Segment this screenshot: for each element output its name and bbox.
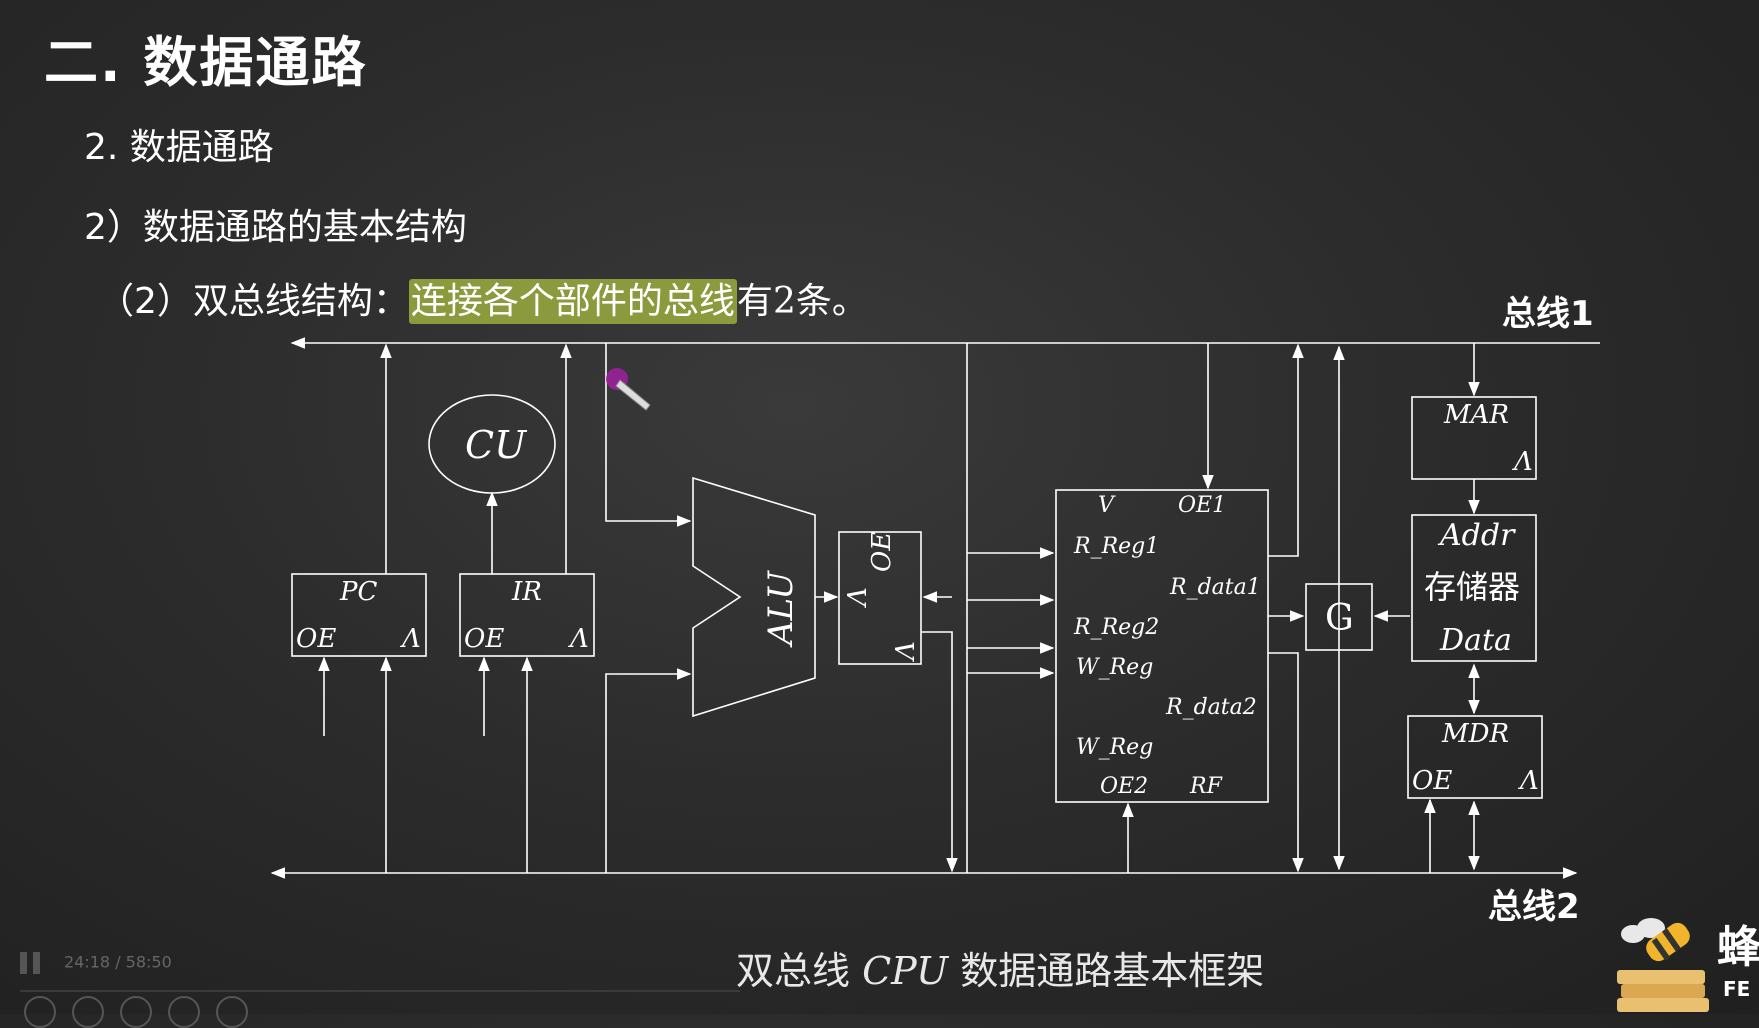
mar-label: MAR <box>1443 400 1509 430</box>
bee-logo-icon: 蜂 FE <box>1617 918 1759 1012</box>
player-controls: 24:18 / 58:50 <box>20 952 172 974</box>
line-prefix: （2）双总线结构： <box>98 281 409 322</box>
mdr-box <box>1407 715 1543 799</box>
logo-text: 蜂 <box>1717 922 1759 973</box>
pen-cursor-icon <box>606 368 651 411</box>
ir-box <box>459 573 595 657</box>
section-heading: 2. 数据通路 <box>84 127 274 168</box>
pc-box <box>291 573 427 657</box>
zoom-control-icon[interactable] <box>168 996 200 1028</box>
rf-r-data2-label: R_data2 <box>1165 695 1257 720</box>
slides-control-icon[interactable] <box>120 996 152 1028</box>
rf-oe2-label: OE2 <box>1100 774 1148 799</box>
rf-box <box>1055 489 1269 803</box>
diagram-caption: 双总线 CPU 数据通路基本框架 <box>736 940 1264 995</box>
more-control-icon[interactable] <box>216 996 248 1028</box>
pen-control-icon[interactable] <box>72 996 104 1028</box>
mdr-label: MDR <box>1441 719 1509 749</box>
mem-addr-label: Addr <box>1437 518 1516 553</box>
ir-oe-label: OE <box>464 624 504 654</box>
highlighted-text: 连接各个部件的总线 <box>408 279 737 324</box>
player-time: 24:18 / 58:50 <box>64 952 172 972</box>
alu-label: ALU <box>761 570 801 648</box>
cu-ellipse <box>428 394 556 494</box>
ir-a-label: Λ <box>568 624 589 654</box>
rf-oe1-label: OE1 <box>1178 493 1226 518</box>
rf-w-reg-b-label: W_Reg <box>1076 735 1153 760</box>
progress-bar[interactable] <box>20 990 740 992</box>
caption-cpu: CPU <box>862 949 949 993</box>
rf-name-label: RF <box>1189 774 1223 799</box>
ir-label: IR <box>511 577 542 607</box>
memory-box <box>1411 514 1537 662</box>
rf-r-data1-label: R_data1 <box>1169 575 1261 600</box>
caption-pre: 双总线 <box>736 949 863 993</box>
cu-label: CU <box>465 423 528 467</box>
rf-w-reg-a-label: W_Reg <box>1076 655 1153 680</box>
bus2-label: 总线2 <box>1488 887 1580 927</box>
mem-name-label: 存储器 <box>1424 568 1520 606</box>
alu-shape <box>692 476 816 718</box>
bus-structure-line: （2）双总线结构：连接各个部件的总线有2条。 <box>98 272 868 324</box>
a-reg-oe-label: OE <box>867 532 897 572</box>
rf-r-reg2-label: R_Reg2 <box>1073 615 1159 640</box>
bus-count: 2 <box>772 281 796 322</box>
a-reg-a2-label: Λ <box>891 641 921 662</box>
mar-a-label: Λ <box>1512 447 1533 477</box>
mdr-a-label: Λ <box>1518 766 1539 796</box>
line-suffix-b: 条。 <box>795 281 868 322</box>
rf-v-label: V <box>1098 493 1116 518</box>
logo-sub: FE <box>1723 977 1750 1001</box>
a-register-box <box>838 531 922 665</box>
bus1-label: 总线1 <box>1502 294 1594 334</box>
caption-post: 数据通路基本框架 <box>948 949 1265 993</box>
mdr-oe-label: OE <box>1412 766 1452 796</box>
pc-oe-label: OE <box>296 624 336 654</box>
g-label: G <box>1325 598 1354 639</box>
play-control-icon[interactable] <box>24 996 56 1028</box>
mem-data-label: Data <box>1439 623 1512 658</box>
pc-label: PC <box>339 577 377 607</box>
a-reg-a1-label: Λ <box>843 587 873 608</box>
rf-r-reg1-label: R_Reg1 <box>1073 534 1159 559</box>
pause-icon[interactable] <box>20 952 40 974</box>
pc-a-label: Λ <box>400 624 421 654</box>
subsection-heading: 2）数据通路的基本结构 <box>84 207 467 248</box>
line-suffix-a: 有 <box>736 281 773 322</box>
page-title: 二. 数据通路 <box>44 31 368 94</box>
